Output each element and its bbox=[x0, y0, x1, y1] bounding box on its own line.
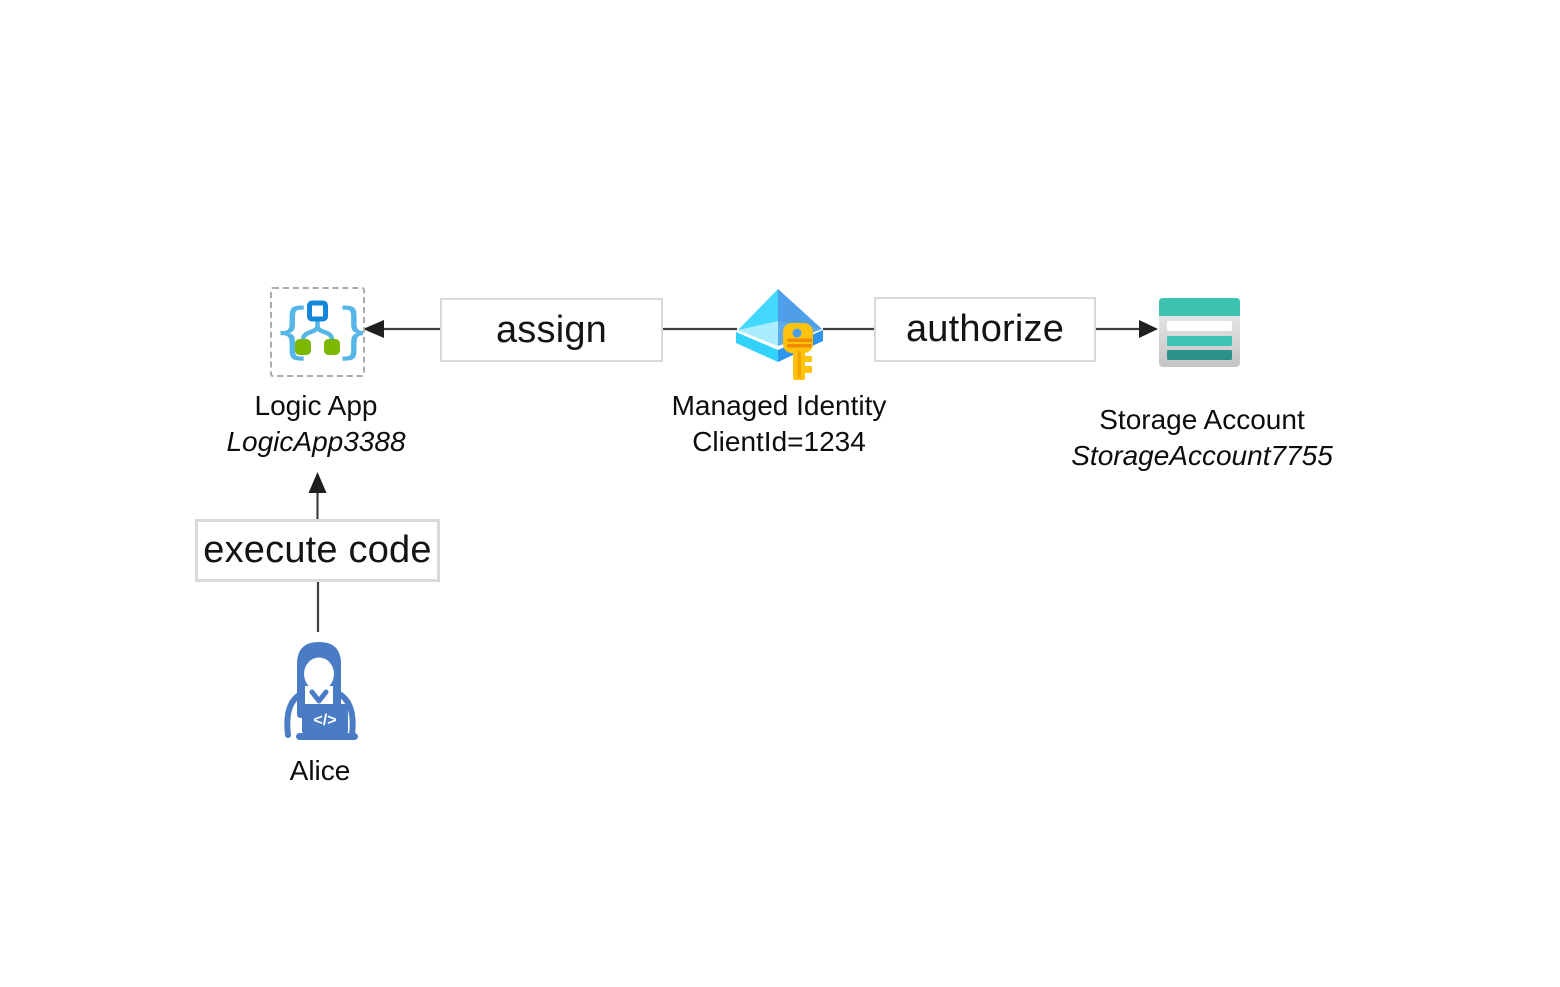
connector-lines bbox=[316, 327, 1141, 632]
authorize-edge-label: authorize bbox=[905, 308, 1065, 350]
storage-account-label: Storage Account StorageAccount7755 bbox=[1032, 402, 1372, 474]
workflow-root-node bbox=[307, 300, 328, 322]
arrowhead-up-icon bbox=[308, 472, 327, 493]
assign-edge-label: assign bbox=[495, 308, 608, 351]
storage-row-white bbox=[1167, 321, 1232, 331]
laptop-base bbox=[296, 733, 358, 740]
authorize-edge-box: authorize bbox=[874, 297, 1096, 362]
developer-person-icon: </> bbox=[280, 638, 360, 743]
storage-account-subtitle: StorageAccount7755 bbox=[1071, 440, 1333, 471]
managed-identity-subtitle: ClientId=1234 bbox=[692, 426, 866, 457]
storage-account-title: Storage Account bbox=[1099, 404, 1305, 435]
logic-app-title: Logic App bbox=[254, 390, 378, 421]
key-hole bbox=[792, 328, 802, 338]
storage-row-dark-teal bbox=[1167, 350, 1232, 360]
logic-app-subtitle: LogicApp3388 bbox=[226, 426, 406, 457]
execute-code-edge-box: execute code bbox=[195, 519, 440, 582]
logic-app-label: Logic App LogicApp3388 bbox=[146, 388, 486, 460]
alice-title: Alice bbox=[289, 755, 351, 786]
arrowhead-left-icon bbox=[363, 320, 384, 338]
laptop-screen bbox=[302, 704, 348, 734]
managed-identity-label: Managed Identity ClientId=1234 bbox=[609, 388, 949, 460]
person-face bbox=[304, 657, 334, 691]
managed-identity-title: Managed Identity bbox=[671, 390, 887, 421]
storage-row-teal bbox=[1167, 336, 1232, 346]
key-icon bbox=[783, 323, 813, 380]
arrowhead-right-icon bbox=[1139, 320, 1158, 338]
logic-app-brace-left: { bbox=[273, 296, 311, 366]
laptop-code-glyph: </> bbox=[313, 712, 336, 729]
storage-account-icon bbox=[1159, 298, 1240, 367]
workflow-leaf-node-left bbox=[295, 339, 311, 355]
storage-header-band bbox=[1159, 298, 1240, 316]
pyramid-front-left-face bbox=[738, 321, 778, 346]
logic-app-brace-right: } bbox=[335, 296, 363, 366]
assign-edge-box: assign bbox=[440, 298, 663, 362]
logic-app-icon: { } bbox=[270, 287, 365, 377]
workflow-leaf-node-right bbox=[324, 339, 340, 355]
managed-identity-key-icon bbox=[735, 285, 825, 383]
alice-label: Alice bbox=[150, 753, 490, 789]
execute-code-edge-label: execute code bbox=[203, 529, 432, 571]
pyramid-base-left bbox=[736, 332, 778, 362]
person-collar bbox=[309, 689, 329, 704]
